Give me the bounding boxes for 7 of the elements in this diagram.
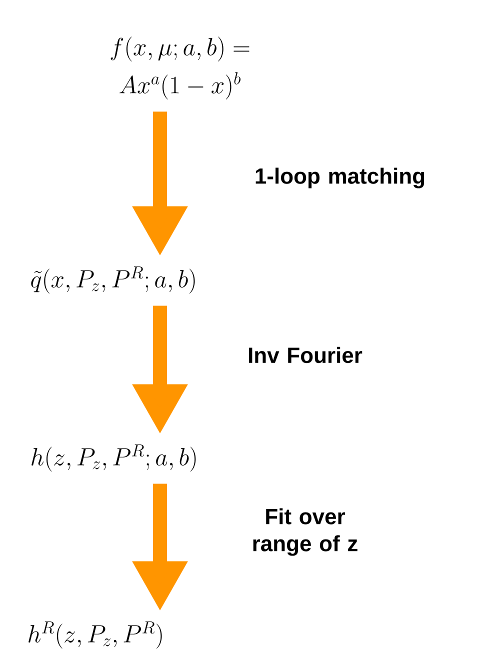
formula: $h(z, P_z, P^R; a, b)$ — [32, 444, 196, 472]
edge-label: Fit over range of z — [253, 508, 358, 556]
edge-label: Inv Fourier — [249, 346, 362, 364]
formula: $f(x, \mu; a, b) =$ $Ax^a(1-x)^b$ — [110, 36, 250, 100]
formula: $\tilde{q}(x, P_z, P^R; a, b)$ — [31, 266, 195, 294]
edge-label: 1-loop matching — [256, 168, 424, 188]
formula: $h^R(z, P_z, P^R)$ — [28, 621, 162, 649]
